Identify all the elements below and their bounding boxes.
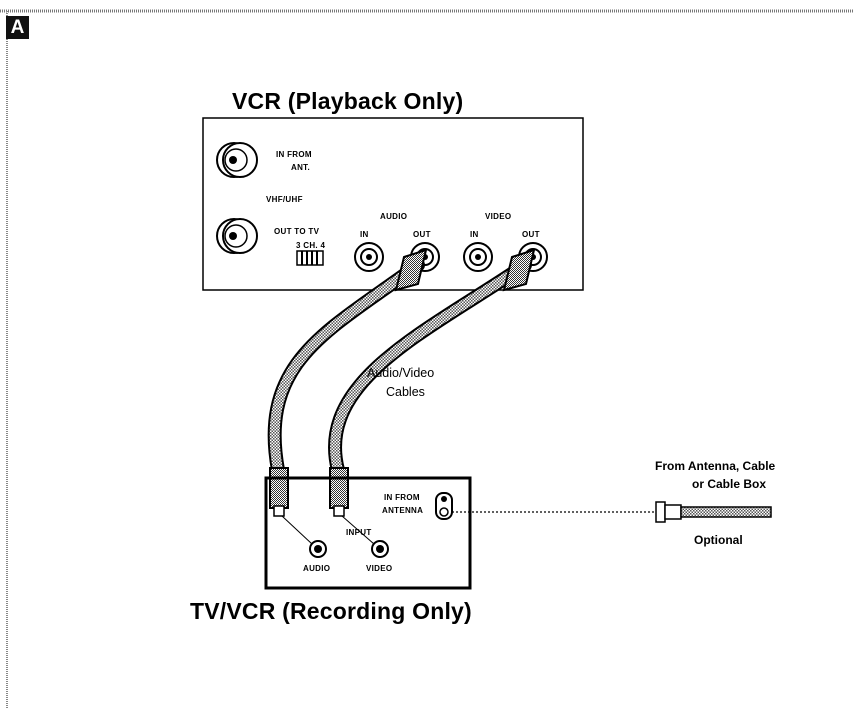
vcr-audio-label: AUDIO: [380, 212, 408, 221]
vcr-out-to-tv-label: OUT TO TV: [274, 227, 320, 236]
ch-switch: [296, 250, 324, 266]
vcr-video-out-label: OUT: [522, 230, 540, 239]
figure-badge: A: [6, 16, 29, 39]
vcr-in-from-ant-line1: IN FROM: [276, 150, 312, 159]
vcr-video-in-jack: [463, 242, 493, 272]
vcr-ch-switch-label: 3 CH. 4: [296, 241, 326, 250]
tvvcr-audio-label: AUDIO: [303, 564, 331, 573]
cables-label-line2: Cables: [386, 385, 425, 399]
vcr-in-from-ant-connector: [216, 142, 258, 178]
audio-leader-line: [281, 515, 313, 545]
tvvcr-video-label: VIDEO: [366, 564, 393, 573]
tvvcr-back-panel: [264, 476, 472, 590]
vcr-audio-in-label: IN: [360, 230, 369, 239]
vcr-audio-in-jack: [354, 242, 384, 272]
tvvcr-title: TV/VCR (Recording Only): [190, 598, 472, 624]
vcr-out-to-tv-connector: [216, 218, 258, 254]
antenna-source-line2: or Cable Box: [692, 477, 767, 491]
vcr-in-from-ant-line2: ANT.: [291, 163, 310, 172]
vcr-video-label: VIDEO: [485, 212, 512, 221]
vcr-video-in-label: IN: [470, 230, 479, 239]
cables-label-line1: Audio/Video: [367, 366, 435, 380]
tvvcr-input-label: INPUT: [346, 528, 372, 537]
video-cable: [328, 248, 536, 517]
vcr-title: VCR (Playback Only): [232, 88, 464, 114]
antenna-source-line1: From Antenna, Cable: [655, 459, 776, 473]
tvvcr-in-from-antenna-line1: IN FROM: [384, 493, 420, 502]
vcr-vhf-uhf-label: VHF/UHF: [266, 195, 303, 204]
video-leader-line: [341, 515, 375, 545]
optional-label: Optional: [694, 533, 743, 547]
tvvcr-in-from-antenna-line2: ANTENNA: [382, 506, 424, 515]
tvvcr-antenna-jack: [435, 492, 453, 520]
vcr-audio-out-label: OUT: [413, 230, 431, 239]
audio-cable: [267, 248, 428, 517]
tvvcr-audio-jack: [309, 540, 327, 558]
tvvcr-video-jack: [371, 540, 389, 558]
antenna-coax-connector: [655, 501, 772, 523]
